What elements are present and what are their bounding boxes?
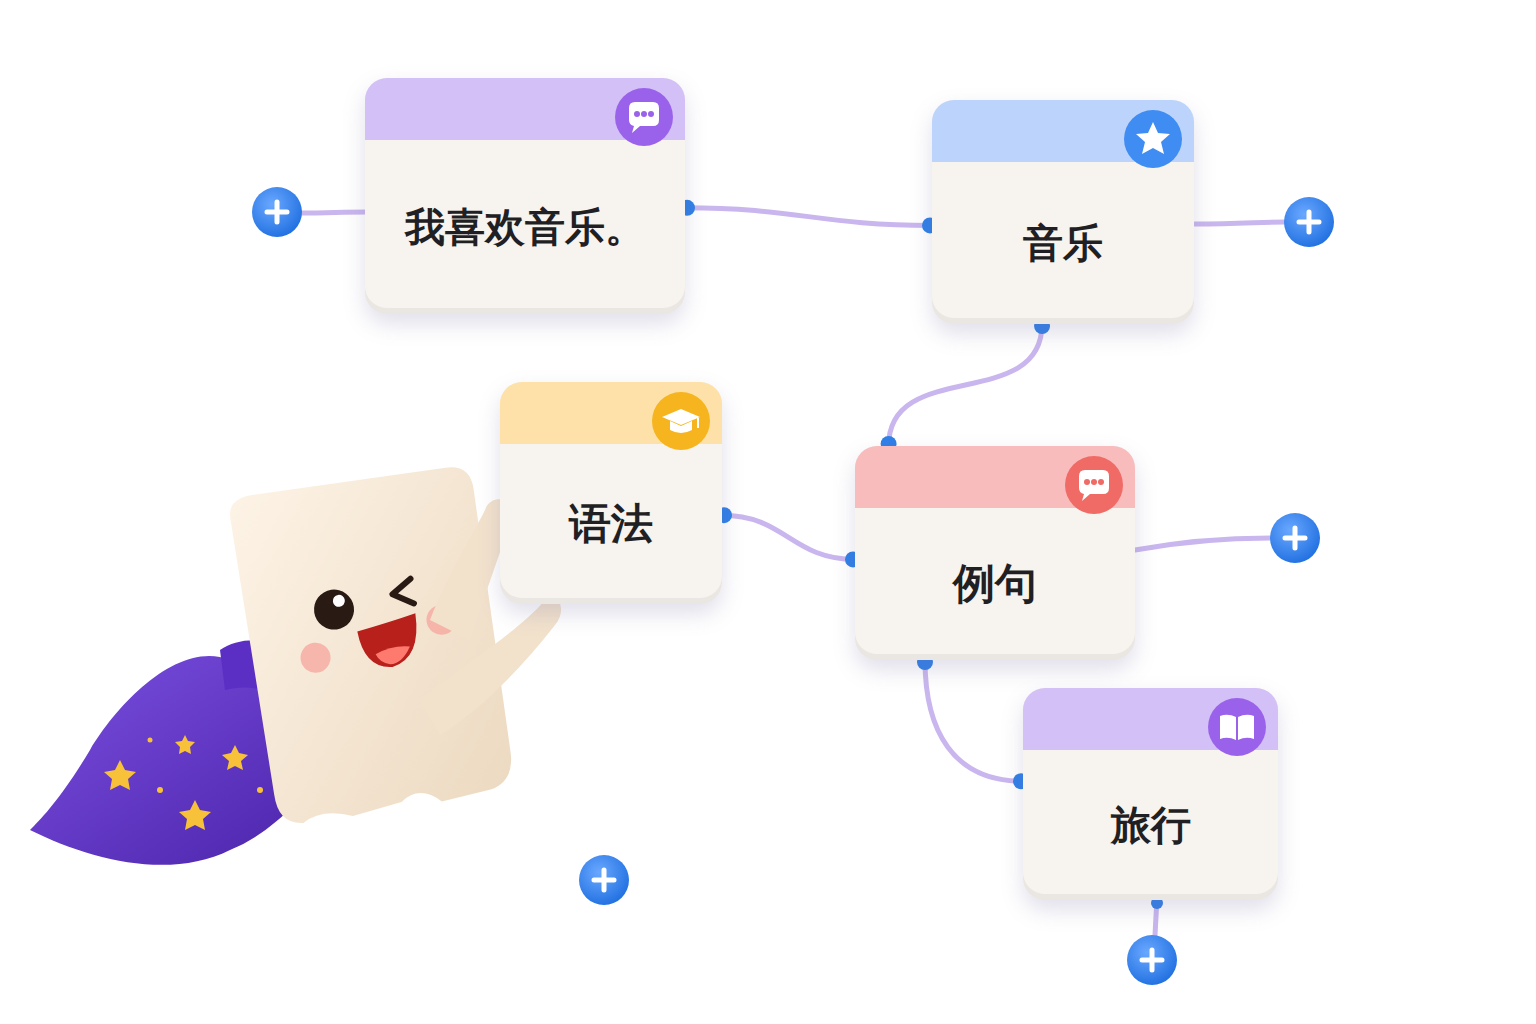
connector: [679, 200, 938, 234]
node-card: 我喜欢音乐。: [365, 78, 685, 314]
node-card: 例句: [855, 446, 1135, 660]
card-body: 例句: [855, 508, 1135, 660]
card-icon: [650, 390, 712, 452]
mascot: [30, 464, 561, 865]
card-icon: [1063, 454, 1125, 516]
card-label: 音乐: [1023, 219, 1103, 267]
connector-line: [925, 660, 1023, 781]
card-label: 旅行: [1111, 801, 1191, 849]
connector: [716, 507, 861, 567]
connector-line: [889, 324, 1042, 446]
connector: [881, 318, 1050, 452]
card-label: 例句: [953, 559, 1037, 609]
connector: [917, 654, 1029, 789]
connector-line: [685, 208, 932, 226]
node-card: 旅行: [1023, 688, 1278, 900]
card-icon: [1122, 108, 1184, 170]
card-body: 旅行: [1023, 750, 1278, 900]
card-body: 语法: [500, 444, 722, 604]
card-label: 语法: [569, 499, 653, 549]
card-body: 音乐: [932, 162, 1194, 324]
node-card: 音乐: [932, 100, 1194, 324]
node-card: 语法: [500, 382, 722, 604]
card-icon: [613, 86, 675, 148]
card-icon: [1206, 696, 1268, 758]
connector-line: [722, 515, 855, 559]
card-body: 我喜欢音乐。: [365, 140, 685, 314]
card-label: 我喜欢音乐。: [405, 203, 645, 251]
